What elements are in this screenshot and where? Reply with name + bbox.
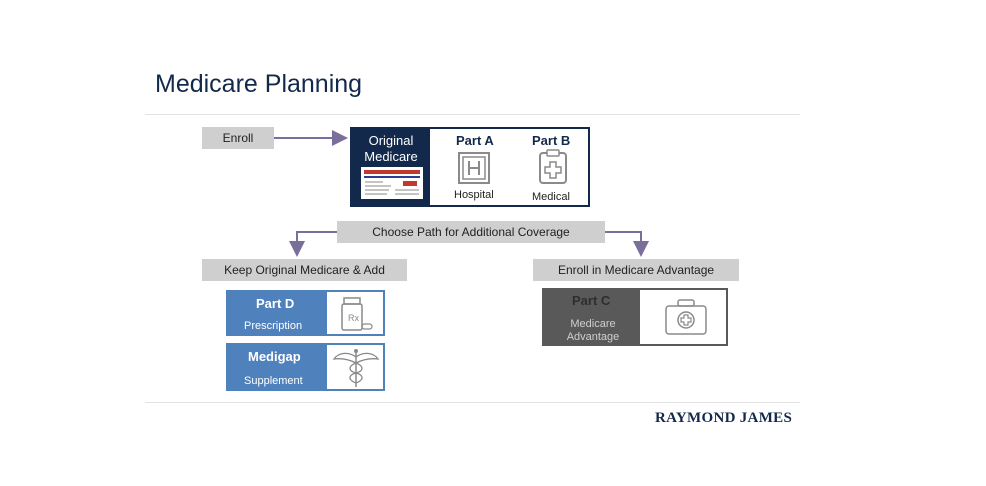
medicare-card-icon <box>361 167 423 199</box>
part-c-subtitle: Medicare Advantage <box>566 318 620 343</box>
part-a-subtitle: Hospital <box>454 189 494 201</box>
part-c-title: Part C <box>572 293 611 308</box>
caduceus-icon <box>332 347 380 394</box>
enroll-label: Enroll <box>222 131 254 145</box>
top-divider <box>145 114 800 115</box>
medicare-advantage-box: Enroll in Medicare Advantage <box>533 259 739 281</box>
page-title: Medicare Planning <box>155 70 363 98</box>
choose-path-label: Choose Path for Additional Coverage <box>372 225 570 239</box>
part-c-card: Part C Medicare Advantage <box>542 288 728 346</box>
medigap-card: Medigap Supplement <box>226 343 385 391</box>
part-b-subtitle: Medical <box>532 191 570 203</box>
pill-bottle-icon: Rx <box>340 296 374 337</box>
part-c-panel: Part C Medicare Advantage <box>544 290 640 344</box>
clipboard-medical-icon <box>538 149 568 190</box>
original-medicare-box: Original Medicare Part A <box>350 127 590 207</box>
enroll-box: Enroll <box>202 127 274 149</box>
medicare-advantage-label: Enroll in Medicare Advantage <box>557 263 715 277</box>
part-d-title: Part D <box>256 296 295 311</box>
part-d-card: Part D Prescription Rx <box>226 290 385 336</box>
svg-text:Rx: Rx <box>348 313 359 323</box>
keep-original-label: Keep Original Medicare & Add <box>224 263 385 277</box>
medical-kit-icon <box>664 298 708 343</box>
part-a-title: Part A <box>456 133 494 148</box>
medigap-title: Medigap <box>248 349 301 364</box>
medigap-panel: Medigap Supplement <box>228 345 327 389</box>
original-medicare-label: Original Medicare <box>364 133 418 164</box>
original-medicare-panel: Original Medicare <box>352 129 430 205</box>
bottom-divider <box>145 402 800 403</box>
choose-path-box: Choose Path for Additional Coverage <box>337 221 605 243</box>
part-d-subtitle: Prescription <box>244 320 303 332</box>
left-path-arrow <box>289 231 337 257</box>
right-path-arrow <box>605 231 649 257</box>
raymond-james-logo: RAYMOND JAMES <box>655 410 793 426</box>
part-d-panel: Part D Prescription <box>228 292 327 334</box>
medigap-subtitle: Supplement <box>244 375 303 387</box>
keep-original-box: Keep Original Medicare & Add <box>202 259 407 281</box>
part-b-title: Part B <box>532 133 571 148</box>
hospital-icon <box>458 152 490 189</box>
